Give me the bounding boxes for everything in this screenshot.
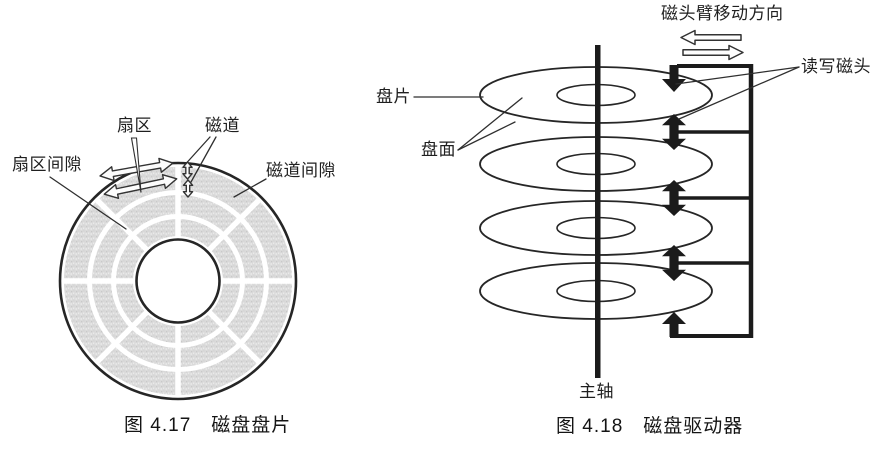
track-leader-line-2 bbox=[190, 136, 217, 183]
track-gap-label: 磁道间隙 bbox=[266, 161, 336, 180]
rw-head-leader-line-1 bbox=[675, 66, 800, 85]
track-gap-leader-line bbox=[233, 178, 267, 198]
rw-head-down-arrow-icon bbox=[662, 65, 686, 92]
sector-gap-leader-line bbox=[49, 176, 127, 230]
surface-label: 盘面 bbox=[421, 140, 456, 159]
disk-hub-hole bbox=[135, 238, 221, 324]
platter-label: 盘片 bbox=[376, 87, 411, 106]
figure-4-18-caption: 图 4.18 磁盘驱动器 bbox=[556, 416, 744, 437]
track-label: 磁道 bbox=[205, 116, 240, 135]
sector-gap-lines bbox=[63, 166, 293, 396]
arm-direction-right-arrow-icon bbox=[682, 44, 744, 61]
sector-leader-wedge bbox=[130, 137, 142, 193]
rw-head-leader-line-2 bbox=[678, 66, 800, 120]
sector-label: 扇区 bbox=[117, 116, 152, 135]
rw-heads-label: 读写磁头 bbox=[801, 57, 871, 76]
arm-direction-label: 磁头臂移动方向 bbox=[661, 4, 784, 23]
disk-platter-figure bbox=[49, 136, 298, 401]
surface-leader-line-2 bbox=[457, 121, 516, 151]
spindle-label: 主轴 bbox=[579, 382, 614, 401]
arm-direction-left-arrow-icon bbox=[680, 29, 742, 46]
sector-gap-label: 扇区间隙 bbox=[12, 155, 82, 174]
surface-leader-line-1 bbox=[457, 97, 523, 151]
track-leader-line-1 bbox=[185, 136, 211, 164]
spindle-shaft bbox=[595, 45, 601, 378]
figure-4-17-caption: 图 4.17 磁盘盘片 bbox=[124, 415, 292, 436]
rw-head-up-arrow-icon bbox=[662, 312, 686, 337]
disk-drive-figure bbox=[413, 29, 800, 378]
